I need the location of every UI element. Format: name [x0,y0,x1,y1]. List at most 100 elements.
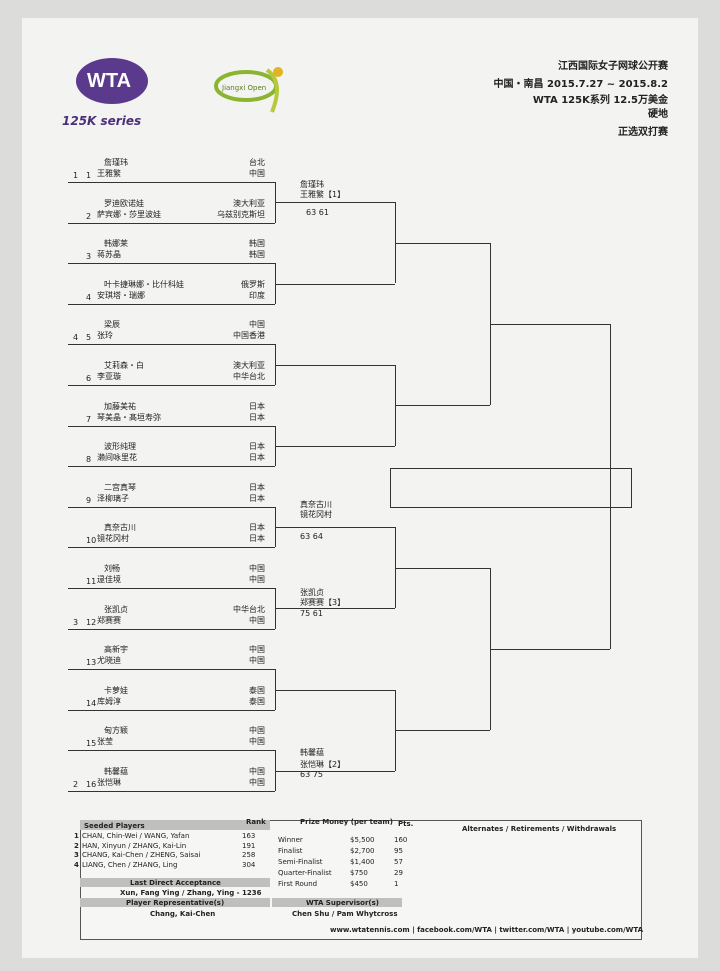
r1-connector [275,669,276,710]
player-country: 印度 [249,290,265,300]
seed-num: 2 [74,841,79,850]
entry-line [68,750,275,752]
prize-amount: $1,400 [350,858,375,866]
round-name: Semi-Finalist [278,858,323,866]
player-name: 泽柳璃子 [97,493,129,503]
entry-line [68,466,275,468]
rep-value: Chang, Kai-Chen [150,910,216,918]
r2-1-score: 63 61 [306,208,329,217]
draw-position: 13 [86,658,97,668]
sf-connector [610,324,611,649]
player-country: 中国 [249,737,265,747]
entry-line [68,263,275,265]
player-country: 中国 [249,169,265,178]
sf-line [490,648,610,650]
player-name: 罗迪欧诺娃 [104,198,144,208]
last-da-label: Last Direct Acceptance [130,879,221,887]
player-name: 镜花冈村 [97,534,129,544]
draw-position: 11 [86,577,97,586]
seeded-title: Seeded Players [84,822,145,830]
player-name: 张凯贞 [104,604,128,614]
r2-5-player2: 镜花冈村 [300,510,332,519]
player-name: 张恺琳 [97,778,121,787]
r2-6-score: 75 61 [300,609,323,618]
player-name: 刘畅 [104,564,120,573]
team-name: HAN, Xinyun / ZHANG, Kai-Lin [82,841,187,850]
draw-position: 15 [86,739,97,749]
team-name: LIANG, Chen / ZHANG, Ling [82,860,178,869]
r2-line [275,283,395,285]
qf-connector [490,242,491,406]
alternates-label: Alternates / Retirements / Withdrawals [462,825,617,833]
surface: 硬地 [648,109,668,120]
player-country: 日本 [249,493,265,503]
tournament-title: 江西国际女子网球公开赛 [558,61,668,72]
rep-label: Player Representative(s) [126,899,225,907]
draw-position: 2 [86,211,92,221]
player-country: 中国 [249,656,265,666]
r2-8-player2: 张恺琳【2】 [300,760,346,769]
player-name: 蒋苏晶 [97,250,121,260]
player-country: 韩国 [249,239,265,249]
series-label: 125K series [62,114,142,128]
player-country: 日本 [249,401,265,411]
player-name: 逯佳境 [97,575,121,584]
draw-position: 16 [86,780,97,789]
seed-number: 1 [73,171,79,180]
team-rank: 304 [242,860,256,869]
draw-position: 14 [86,698,97,708]
player-country: 日本 [249,482,265,492]
seed-num: 4 [74,860,79,869]
qf-line [395,730,490,732]
qf-line [395,405,490,407]
r2-6-player2: 郑赛赛【3】 [300,598,346,607]
seed-number: 3 [73,617,79,627]
draw-position: 3 [86,252,92,262]
prize-amount: $5,500 [350,836,375,844]
draw-position: 8 [86,455,92,465]
sup-label: WTA Supervisor(s) [306,899,379,907]
player-country: 日本 [249,442,265,452]
points: 29 [394,869,403,877]
prize-title: Prize Money (per team) [300,818,393,826]
player-country: 中华台北 [233,604,265,614]
r2-line [275,364,395,366]
r2-line [275,202,395,204]
player-country: 中国 [249,645,265,655]
player-name: 加藤美祐 [104,401,136,411]
entry-line [68,182,275,183]
location-dates: 中国・南昌 2015.7.27 ~ 2015.8.2 [493,79,668,90]
prize-row: Semi-Finalist $1,400 57 [278,858,408,866]
wta-logo [76,58,148,104]
seed-num: 1 [74,832,79,840]
qf-line [395,242,490,244]
player-country: 韩国 [249,250,265,260]
player-name: 琴美晶・髙垣寿弥 [97,412,161,422]
player-name: 甸方颖 [104,726,128,736]
player-name: 梁辰 [104,320,120,330]
series-prize: WTA 125K系列 12.5万美金 [532,95,668,106]
player-country: 中华台北 [233,372,265,381]
player-name: 波形纯理 [104,442,136,452]
player-name: 王雅繁 [97,169,121,178]
player-name: 库姆淳 [97,696,121,706]
player-name: 萨宾娜・莎里波娃 [97,209,161,219]
player-country: 中国 [249,320,265,330]
draw-sheet [22,18,698,958]
player-country: 台北 [249,158,265,167]
draw-position: 1 [86,171,92,180]
draw-position: 9 [86,495,92,505]
team-rank: 258 [242,851,256,859]
draw-position: 10 [86,536,97,546]
round-name: Quarter-Finalist [278,869,332,877]
points: 57 [394,858,403,866]
r2-6-player1: 张凯贞 [300,588,324,597]
draw-position: 6 [86,374,92,383]
entry-line [68,303,275,305]
qf-line [395,567,490,569]
player-country: 中国 [249,767,265,776]
jiangxi-open-text: Jiangxi Open [222,84,267,92]
